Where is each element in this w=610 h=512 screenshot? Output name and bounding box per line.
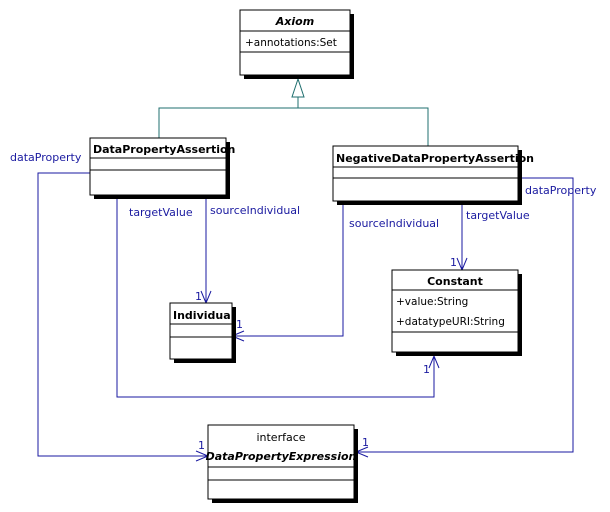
class-dpe-name: DataPropertyExpression <box>206 450 357 463</box>
mult-dpa-sourceindividual: 1 <box>195 290 202 303</box>
mult-dpa-targetvalue: 1 <box>423 363 430 376</box>
class-constant[interactable]: Constant +value:String +datatypeURI:Stri… <box>391 269 522 356</box>
assoc-line-dpa-targetvalue <box>116 195 435 398</box>
class-constant-name: Constant <box>427 275 483 288</box>
role-ndpa-targetvalue: targetValue <box>466 209 530 222</box>
class-individual[interactable]: Individual <box>169 302 236 363</box>
class-data-property-expression[interactable]: interface DataPropertyExpression <box>206 424 358 503</box>
assoc-line-ndpa-dataproperty <box>356 177 574 453</box>
class-constant-attr-datatypeuri: +datatypeURI:String <box>396 316 505 328</box>
class-dpe-stereotype: interface <box>256 431 305 444</box>
generalization-lines <box>158 77 429 146</box>
class-dpa-name: DataPropertyAssertion <box>93 143 235 156</box>
role-dpa-dataproperty: dataProperty <box>10 151 82 164</box>
mult-ndpa-sourceindividual: 1 <box>236 318 243 331</box>
class-axiom[interactable]: Axiom +annotations:Set <box>239 9 354 79</box>
class-ndpa-name: NegativeDataPropertyAssertion <box>336 152 534 165</box>
role-labels: dataProperty targetValue sourceIndividua… <box>10 151 597 230</box>
assoc-line-ndpa-sourceindividual <box>232 201 344 337</box>
mult-ndpa-dataproperty: 1 <box>362 436 369 449</box>
class-axiom-attr-annotations: +annotations:Set <box>245 37 337 49</box>
role-dpa-targetvalue: targetValue <box>129 206 193 219</box>
class-individual-name: Individual <box>173 309 234 322</box>
multiplicity-labels: 1 1 1 1 1 1 <box>195 256 457 452</box>
mult-dpa-dataproperty: 1 <box>198 439 205 452</box>
class-axiom-name: Axiom <box>275 15 314 28</box>
role-dpa-sourceindividual: sourceIndividual <box>210 204 300 217</box>
mult-ndpa-targetvalue: 1 <box>450 256 457 269</box>
role-ndpa-dataproperty: dataProperty <box>525 184 597 197</box>
generalization-arrowhead <box>291 77 305 98</box>
class-negative-data-property-assertion[interactable]: NegativeDataPropertyAssertion <box>332 145 534 205</box>
class-data-property-assertion[interactable]: DataPropertyAssertion <box>89 137 235 199</box>
assoc-line-dpa-dataproperty <box>37 172 208 457</box>
role-ndpa-sourceindividual: sourceIndividual <box>349 217 439 230</box>
class-constant-attr-value: +value:String <box>396 296 468 308</box>
